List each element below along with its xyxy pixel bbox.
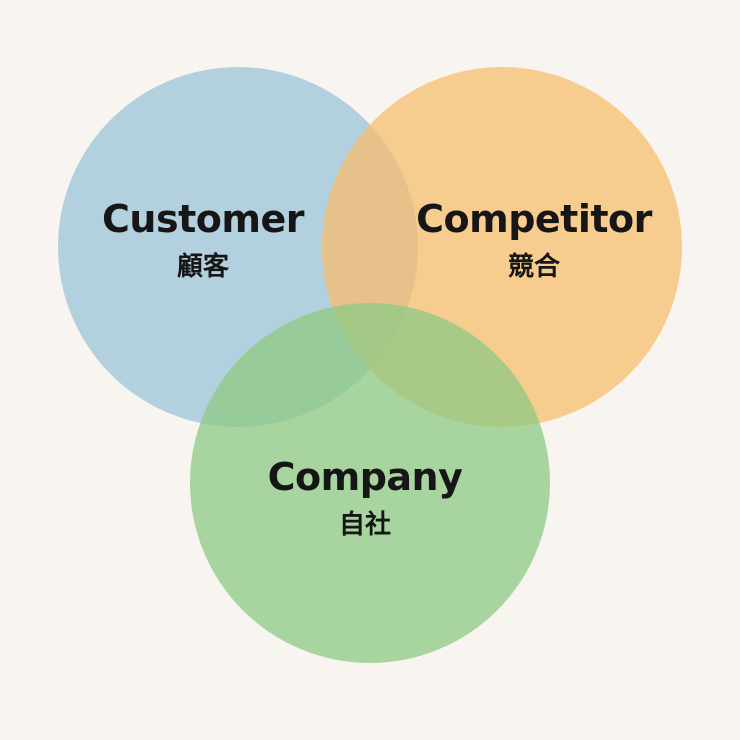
competitor-subtitle: 競合 bbox=[507, 252, 560, 282]
customer-label: Customer 顧客 bbox=[53, 196, 353, 284]
competitor-label: Competitor 競合 bbox=[384, 196, 684, 284]
customer-subtitle: 顧客 bbox=[176, 252, 229, 282]
company-subtitle: 自社 bbox=[338, 510, 391, 540]
company-label: Company 自社 bbox=[215, 454, 515, 542]
competitor-title: Competitor bbox=[416, 197, 652, 241]
company-circle bbox=[190, 303, 550, 663]
customer-title: Customer bbox=[102, 197, 304, 241]
company-title: Company bbox=[267, 455, 463, 499]
